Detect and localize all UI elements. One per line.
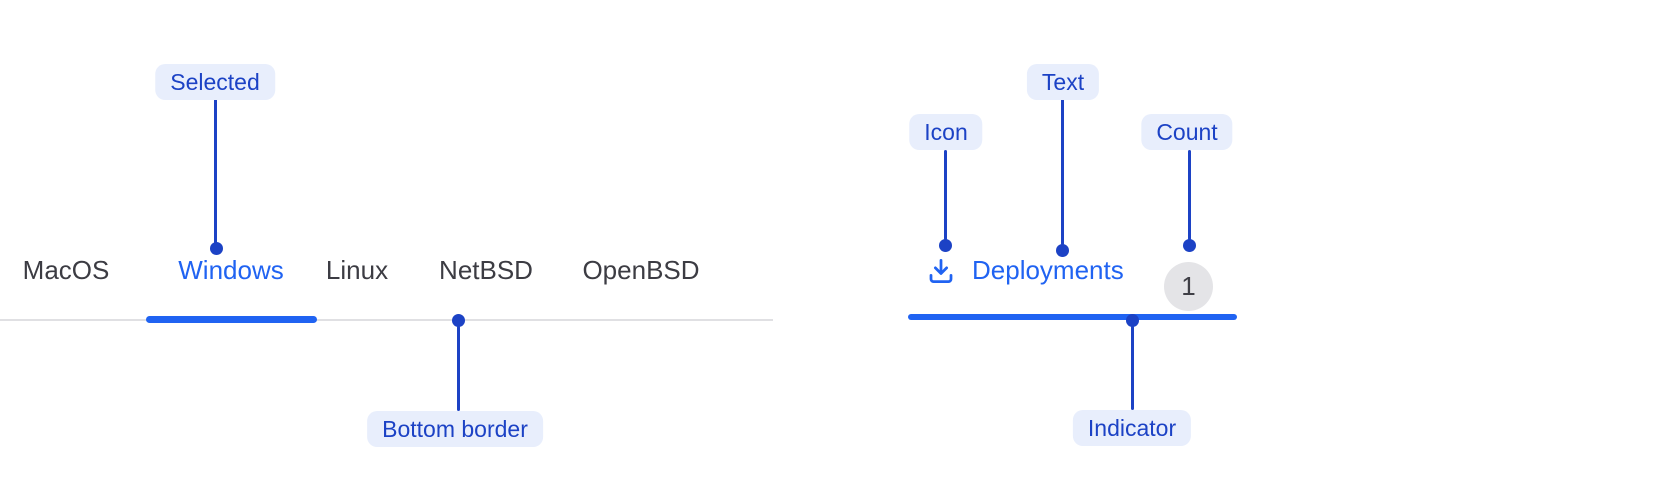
annotation-icon-dot [939,239,952,252]
annotation-icon-label: Icon [909,114,983,150]
annotation-count-dot [1183,239,1196,252]
annotation-text-connector [1061,99,1064,245]
annotation-indicator-connector [1131,326,1134,410]
tab-macos[interactable]: MacOS [22,255,110,285]
annotation-selected-label: Selected [155,64,275,100]
tab-indicator [908,314,1237,320]
annotation-indicator-label: Indicator [1072,410,1192,446]
annotation-bottom-border-connector [457,326,460,411]
annotation-count-label: Count [1141,114,1233,150]
tab-bar-bottom-border [0,319,773,321]
tab-windows[interactable]: Windows [178,255,284,285]
selected-tab-underline [146,316,317,323]
annotation-text-dot [1056,244,1069,257]
deployments-count-badge: 1 [1164,262,1213,311]
annotation-bottom-border-dot [452,314,465,327]
tab-openbsd[interactable]: OpenBSD [582,255,700,285]
annotation-icon-connector [944,150,947,240]
annotation-text-label: Text [1026,64,1100,100]
tab-netbsd[interactable]: NetBSD [439,255,533,285]
download-icon [926,256,956,286]
annotation-count-connector [1188,150,1191,240]
deployments-tab-label: Deployments [972,255,1124,285]
annotation-selected-connector [214,99,217,244]
annotation-indicator-dot [1126,314,1139,327]
annotation-bottom-border-label: Bottom border [367,411,543,447]
tab-linux[interactable]: Linux [325,255,389,285]
annotation-selected-dot [210,242,223,255]
